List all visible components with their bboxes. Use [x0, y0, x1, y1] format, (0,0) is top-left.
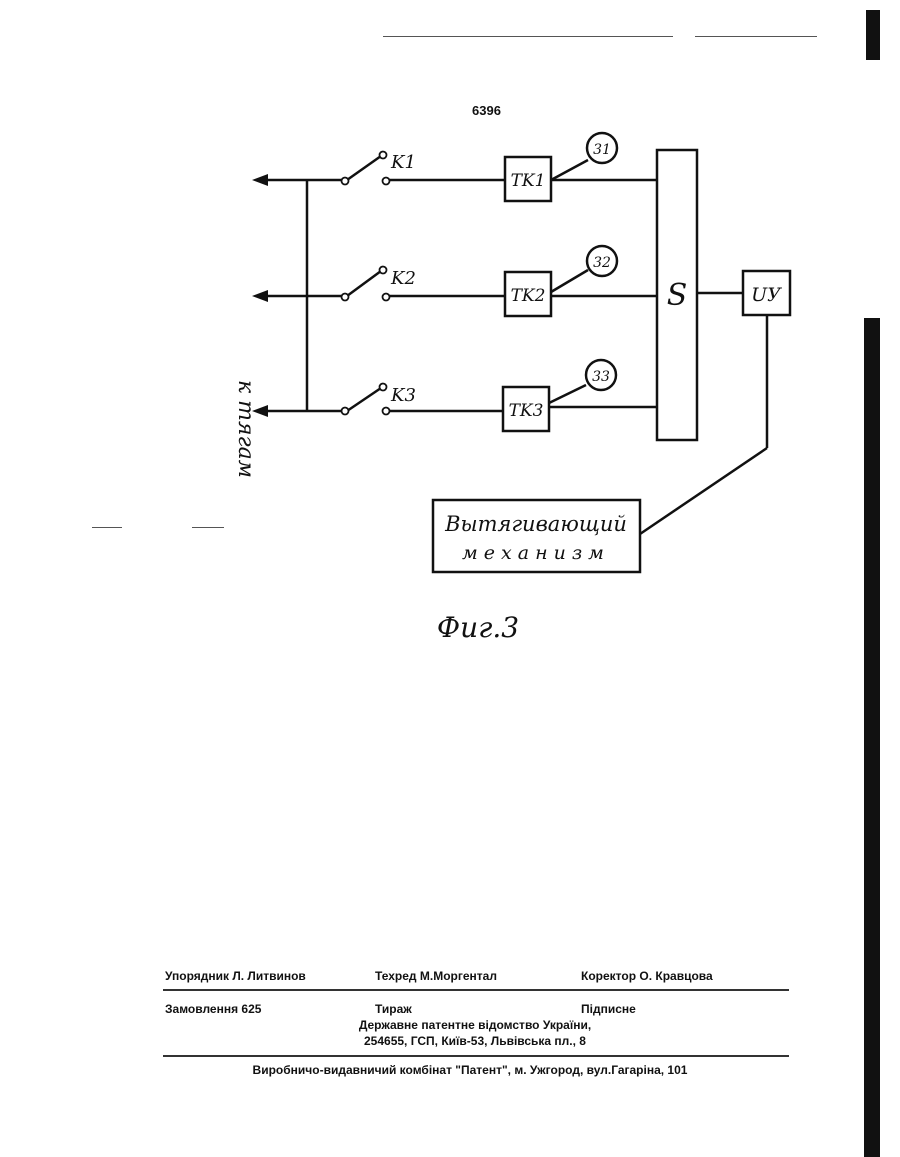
- arrow-icon-2: [252, 290, 268, 302]
- tk1-label: TK1: [511, 171, 546, 191]
- side-label-k-tyagam: к тягам: [233, 380, 258, 478]
- switch-label-1: K1: [390, 152, 416, 173]
- circle-label-2: 32: [593, 255, 611, 271]
- footer-subscription: Підписне: [581, 1002, 636, 1016]
- footer-publisher: Виробничо-видавничий комбінат "Патент", …: [20, 1063, 900, 1077]
- footer-address: 254655, ГСП, Київ-53, Львівська пл., 8: [25, 1034, 900, 1048]
- switch-blade-3: [347, 388, 381, 411]
- switch-blade-2: [347, 271, 381, 296]
- switch-label-3: K3: [390, 385, 416, 406]
- figure-caption: Фиг.3: [437, 611, 519, 644]
- footer-corrector: Коректор О. Кравцова: [581, 969, 713, 983]
- switch-blade-1: [347, 156, 381, 180]
- circle-label-3: 33: [592, 369, 610, 385]
- mechanism-label-line1: Вытягивающий: [444, 512, 627, 536]
- footer-rule-2: [163, 1055, 789, 1057]
- arrow-icon-1: [252, 174, 268, 186]
- switch-label-2: K2: [390, 268, 416, 289]
- control-block-label: UУ: [751, 284, 782, 306]
- footer-rule-1: [163, 989, 789, 991]
- circuit-diagram: K1 K2 K3 TK1 TK2 TK3 31 32 33 S UУ Вытяг…: [0, 0, 900, 700]
- circle-label-1: 31: [593, 142, 611, 158]
- mechanism-label-line2: механизм: [462, 542, 610, 564]
- footer-agency: Державне патентне відомство України,: [25, 1018, 900, 1032]
- footer-compiler: Упорядник Л. Литвинов: [165, 969, 306, 983]
- tk2-label: TK2: [511, 286, 546, 306]
- sum-block-label: S: [667, 278, 688, 313]
- tk3-label: TK3: [509, 401, 544, 421]
- footer-circulation: Тираж: [375, 1002, 412, 1016]
- footer-techred: Техред М.Моргентал: [375, 969, 497, 983]
- footer-order: Замовлення 625: [165, 1002, 261, 1016]
